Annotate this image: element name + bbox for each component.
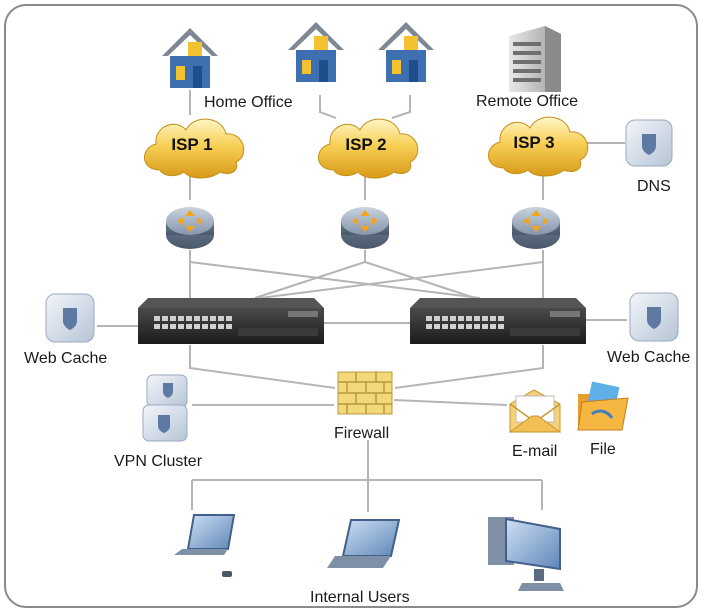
house-icon-isp2-b	[378, 22, 434, 82]
router-icon-2	[341, 207, 389, 249]
file-label: File	[590, 441, 616, 458]
server-cube-icon-web-cache-right	[629, 292, 679, 342]
envelope-icon	[508, 389, 562, 433]
web-cache-right-label: Web Cache	[607, 349, 690, 366]
email-label: E-mail	[512, 443, 557, 460]
server-cube-icon-vpn-cluster	[142, 374, 188, 442]
house-icon-isp2-a	[288, 22, 344, 82]
cloud-icon-isp1	[144, 118, 245, 179]
web-cache-left-label: Web Cache	[24, 350, 107, 367]
switch-icon-left	[138, 298, 324, 344]
router-icon-3	[512, 207, 560, 249]
connector-lines	[97, 90, 627, 512]
laptop-icon-left	[174, 514, 236, 577]
laptop-icon-middle	[327, 519, 401, 568]
cloud-icon-isp2	[318, 118, 419, 179]
vpn-cluster-label: VPN Cluster	[114, 453, 203, 470]
isp3-label: ISP 3	[513, 133, 554, 152]
office-building-icon	[509, 26, 561, 92]
folder-icon	[577, 381, 629, 431]
server-cube-icon-web-cache-left	[45, 293, 95, 343]
firewall-label: Firewall	[334, 425, 389, 442]
house-icon-home-office	[162, 28, 218, 88]
server-cube-icon-dns	[625, 119, 673, 167]
workstation-icon	[488, 517, 564, 591]
isp1-label: ISP 1	[171, 135, 212, 154]
router-icon-1	[166, 207, 214, 249]
cloud-icon-isp3	[488, 116, 589, 177]
internal-users-label: Internal Users	[310, 589, 410, 606]
remote-office-label: Remote Office	[476, 93, 578, 110]
isp2-label: ISP 2	[345, 135, 386, 154]
switch-icon-right	[410, 298, 586, 344]
dns-label: DNS	[637, 178, 671, 195]
firewall-icon	[337, 371, 393, 415]
home-office-label: Home Office	[204, 94, 293, 111]
